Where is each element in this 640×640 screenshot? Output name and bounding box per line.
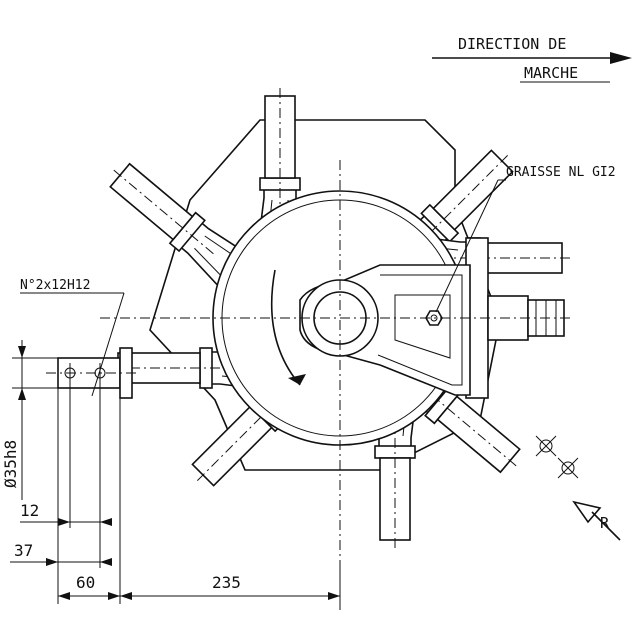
right-arm-holes bbox=[535, 435, 579, 479]
dim-12 bbox=[20, 380, 112, 528]
dim-shaft-dia bbox=[12, 340, 58, 500]
grease-label: GRAISSE NL GI2 bbox=[506, 165, 616, 180]
dim-235-label: 235 bbox=[212, 573, 241, 592]
dim-37-label: 37 bbox=[14, 541, 33, 560]
view-label-r: R bbox=[600, 514, 610, 532]
dim-37 bbox=[10, 380, 112, 568]
view-arrow-r: R bbox=[572, 500, 621, 541]
direction-arrow bbox=[432, 52, 632, 83]
direction-label-line2: MARCHE bbox=[524, 64, 578, 82]
dim-60-label: 60 bbox=[76, 573, 95, 592]
dim-shaft-dia-label: Ø35h8 bbox=[1, 440, 20, 488]
direction-label-line1: DIRECTION DE bbox=[458, 35, 566, 53]
dim-12-label: 12 bbox=[20, 501, 39, 520]
rotation-arc bbox=[270, 269, 301, 386]
rotation-arrow-icon bbox=[288, 374, 306, 385]
holes-label: N°2x12H12 bbox=[20, 278, 90, 293]
left-shaft-end bbox=[46, 347, 140, 399]
dim-60-235 bbox=[57, 388, 341, 604]
